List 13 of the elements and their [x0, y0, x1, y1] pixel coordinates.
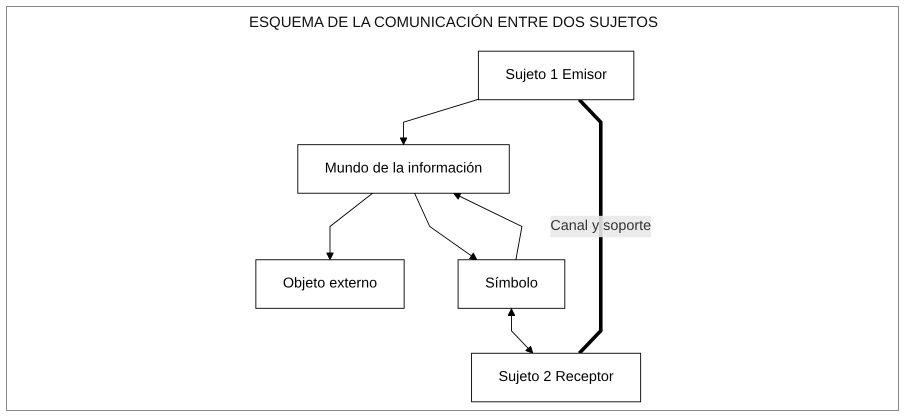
node-box: Símbolo — [458, 259, 566, 309]
arrow — [400, 98, 479, 146]
arrow — [326, 192, 373, 260]
edge-label: Canal y soporte — [550, 218, 652, 234]
node-box: Sujeto 2 Receptor — [471, 352, 642, 402]
arrow — [508, 308, 534, 354]
diagram-title: ESQUEMA DE LA COMUNICACIÓN ENTRE DOS SUJETOS — [248, 14, 659, 31]
node-box: Mundo de la información — [297, 144, 510, 194]
node-box: Sujeto 1 Emisor — [478, 50, 634, 100]
connector — [578, 98, 603, 354]
node-box: Objeto externo — [255, 259, 405, 309]
arrow — [453, 192, 522, 260]
arrow — [414, 192, 478, 260]
